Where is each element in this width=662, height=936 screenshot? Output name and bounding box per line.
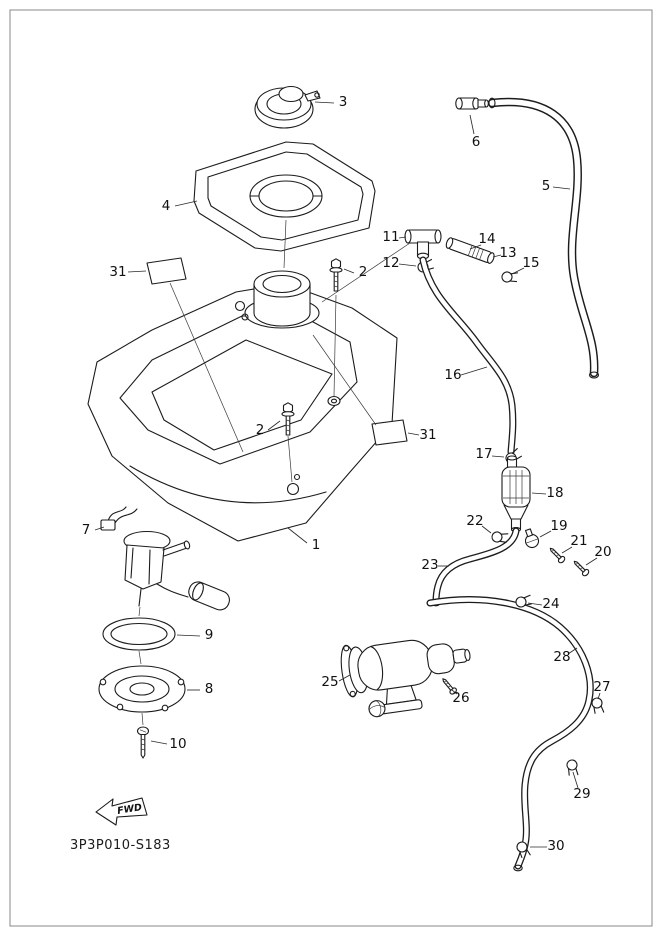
callout-30: 30	[530, 838, 565, 854]
callout-19-label: 19	[550, 518, 567, 534]
callout-7-label: 7	[82, 522, 91, 538]
callout-18-label: 18	[546, 485, 563, 501]
callout-21-label: 21	[570, 533, 587, 549]
fuel-hose-28	[426, 596, 594, 872]
callout-9-label: 9	[205, 627, 214, 643]
callout-1-label: 1	[312, 537, 321, 553]
sender-gasket	[102, 617, 176, 651]
callout-20: 20	[585, 544, 612, 566]
decal-label-a	[146, 257, 187, 285]
callout-14-label: 14	[478, 231, 495, 247]
alignment-lines	[138, 219, 411, 726]
callout-27: 27	[593, 679, 611, 700]
callout-17: 17	[475, 446, 505, 462]
callout-23-label: 23	[421, 557, 438, 573]
callout-13: 13	[492, 245, 517, 261]
callout-16-label: 16	[444, 367, 461, 383]
callout-2a-label: 2	[359, 264, 368, 280]
callout-21: 21	[561, 533, 588, 554]
callout-29: 29	[572, 771, 591, 802]
callout-23: 23	[421, 557, 449, 573]
callout-2b: 2	[256, 420, 281, 438]
callout-10: 10	[150, 736, 187, 752]
callout-19: 19	[539, 518, 568, 538]
pan-screw	[136, 726, 150, 759]
callout-24-label: 24	[542, 596, 559, 612]
hose-clip-15	[500, 267, 520, 286]
clamp-screw-21	[547, 545, 567, 565]
callout-27-label: 27	[593, 679, 610, 695]
callout-2a: 2	[343, 264, 368, 280]
callout-22-label: 22	[466, 513, 483, 529]
fuel-hose-16	[419, 256, 517, 456]
callout-1: 1	[287, 527, 321, 553]
fuel-filter	[501, 455, 531, 533]
callout-26-label: 26	[452, 690, 469, 706]
callout-11-label: 11	[382, 229, 399, 245]
hose-clip-29	[564, 758, 581, 778]
breather-hose	[487, 97, 600, 379]
callout-28: 28	[553, 647, 578, 665]
callout-5-label: 5	[542, 178, 551, 194]
callout-30-label: 30	[547, 838, 564, 854]
callout-24: 24	[527, 596, 560, 612]
callout-16: 16	[444, 366, 488, 383]
callout-15-label: 15	[522, 255, 539, 271]
callout-14: 14	[469, 231, 496, 250]
callout-25: 25	[321, 674, 351, 690]
callout-3: 3	[314, 94, 348, 110]
callout-2b-label: 2	[256, 422, 265, 438]
callout-4: 4	[162, 198, 198, 214]
page-border	[9, 9, 653, 927]
fwd-arrow: FWD	[95, 797, 148, 826]
callout-18: 18	[531, 485, 564, 501]
callout-6: 6	[469, 114, 481, 150]
fuel-pump	[340, 639, 471, 718]
callout-25-label: 25	[321, 674, 338, 690]
three-way-fitting	[404, 229, 442, 260]
joint-pipe	[445, 237, 495, 264]
callout-8-label: 8	[205, 681, 214, 697]
callout-31a: 31	[109, 264, 147, 280]
callout-31a-label: 31	[109, 264, 126, 280]
fwd-label: FWD	[116, 802, 142, 817]
hose-clip-27	[590, 697, 606, 715]
flange-bolt-b	[281, 402, 295, 436]
flange-bolt-a	[329, 258, 343, 292]
callout-26: 26	[451, 689, 470, 706]
callout-20-label: 20	[594, 544, 611, 560]
fuel-cap	[254, 85, 321, 129]
callout-17-label: 17	[475, 446, 492, 462]
callout-29-label: 29	[573, 786, 590, 802]
callout-4-label: 4	[162, 198, 171, 214]
callout-22: 22	[466, 513, 492, 534]
clamp-screw-20	[571, 558, 591, 578]
callout-5: 5	[542, 178, 571, 194]
callout-7: 7	[82, 522, 105, 538]
sender-plate	[98, 665, 186, 713]
hose-joint	[455, 97, 489, 110]
callout-13-label: 13	[499, 245, 516, 261]
callout-6-label: 6	[472, 134, 481, 150]
fuel-sender	[100, 506, 230, 611]
band-clamp-19	[521, 526, 541, 550]
fuel-tank	[87, 270, 398, 542]
callout-8: 8	[187, 681, 213, 697]
callout-31b-label: 31	[419, 427, 436, 443]
decal-label-b	[371, 419, 408, 446]
callout-3-label: 3	[339, 94, 348, 110]
callout-15: 15	[511, 255, 540, 275]
callout-28-label: 28	[553, 649, 570, 665]
callout-31b: 31	[407, 427, 437, 443]
callout-11: 11	[382, 229, 407, 245]
callout-12-label: 12	[382, 255, 399, 271]
callout-12: 12	[382, 255, 417, 271]
callout-10-label: 10	[169, 736, 186, 752]
tank-cover-plate	[193, 141, 376, 252]
diagram-code: 3P3P010-S183	[70, 838, 171, 853]
callout-9: 9	[176, 627, 214, 643]
